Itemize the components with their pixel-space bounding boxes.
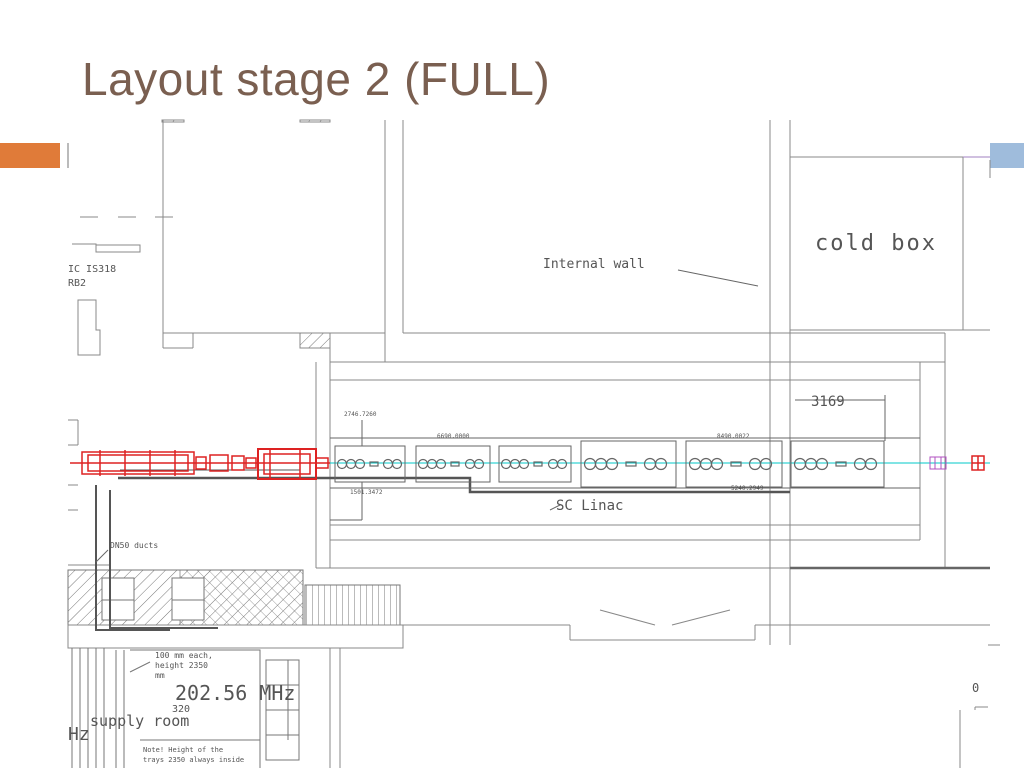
internal-wall-label: Internal wall [543,257,645,272]
rb2-label: RB2 [68,278,86,289]
sc-linac-label: SC Linac [556,498,623,514]
slide-title: Layout stage 2 (FULL) [82,53,551,105]
note-100mm-line-2: height 2350 [155,661,208,670]
left-outlines [68,216,173,566]
number-320: 320 [172,704,190,715]
cavities [336,457,878,471]
building-walls [161,119,1000,768]
dimension-6690: 6690.0000 [437,433,470,440]
note-height-line-2: trays 2350 always inside [143,756,244,764]
dimension-8490: 8490.0022 [717,433,750,440]
note-100mm-line-1: 100 mm each, [155,651,213,660]
cryomodule-2 [415,445,491,483]
accent-bar-right [990,143,1024,168]
cold-box-label: cold box [815,231,937,256]
electrical-room [71,648,300,768]
leader-lines [95,269,759,563]
dimension-3169: 3169 [811,394,845,410]
note-100mm-line-3: mm [155,671,165,680]
ic-is318-label: IC IS318 [68,264,116,275]
hatched-zones [67,569,404,649]
accent-bar-left [0,143,60,168]
dimension-5240: 5240.2949 [731,485,764,492]
frequency-label: 202.56 MHz [175,681,295,705]
cryomodule-4 [580,440,677,488]
dn50-ducts-label: DN50 ducts [110,541,158,550]
cryomodule-3 [498,445,572,483]
drawing-labels: cold box Internal wall 3169 SC Linac DN5… [68,231,979,764]
dimension-2746: 2746.7260 [344,411,377,418]
cryomodule-1 [334,445,406,483]
accent-tick-left [67,143,69,168]
front-end-components [81,448,985,480]
diagnostic-box [929,456,947,470]
hz-label: Hz [68,724,90,745]
cryomodule-6 [790,440,885,488]
supply-room-label: supply room [90,712,189,730]
note-height-line-1: Note! Height of the [143,746,223,754]
zero-label: 0 [972,681,979,695]
cryomodules [330,395,920,521]
cryomodule-5 [685,440,783,488]
dimension-1501: 1501.3472 [350,489,383,496]
